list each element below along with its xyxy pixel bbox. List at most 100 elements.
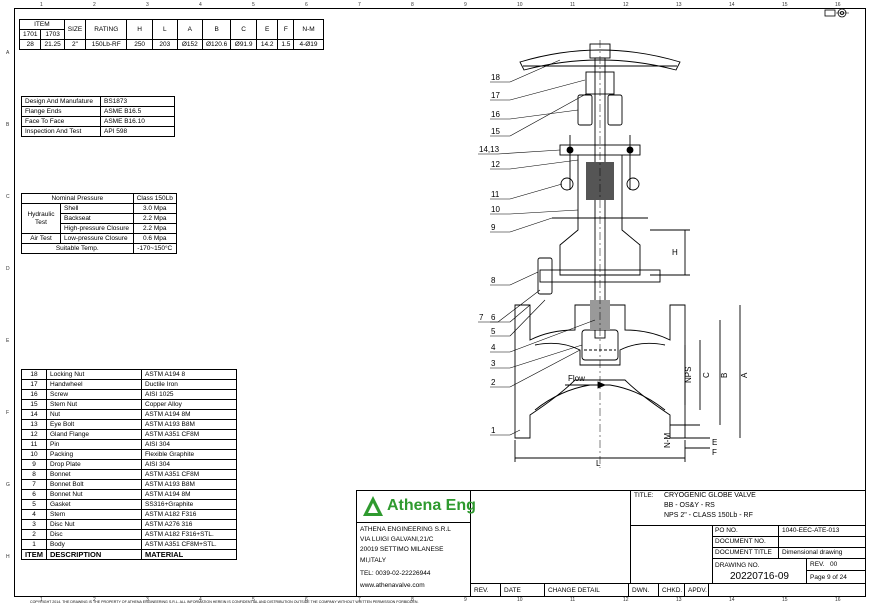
parts-item: 18 (21, 369, 47, 380)
po-label: PO NO. (715, 527, 738, 534)
title-label: TITLE: (634, 492, 654, 499)
title-line-3: NPS 2" - CLASS 150Lb - RF (664, 512, 753, 519)
grid-col-marker: 4 (199, 597, 202, 603)
test-value: 0.6 Mpa (132, 233, 178, 244)
parts-item: 1 (21, 539, 47, 550)
parts-description: Packing (46, 449, 142, 460)
parts-material: AISI 304 (141, 459, 237, 470)
parts-item: 7 (21, 479, 47, 490)
grid-col-marker: 2 (93, 2, 96, 8)
projection-symbol-icon (824, 8, 849, 18)
parts-description: Stem (46, 509, 142, 520)
parts-material: ASTM A182 F316 (141, 509, 237, 520)
revision-col-header: DWN. (632, 587, 650, 594)
dim-label-b: B (720, 373, 729, 378)
grid-col-marker: 5 (252, 2, 255, 8)
grid-col-marker: 1 (40, 597, 43, 603)
parts-material: ASTM A193 B8M (141, 419, 237, 430)
title-line-2: BB - OS&Y - RS (664, 502, 715, 509)
callout-number: 4 (491, 343, 496, 352)
parts-material: ASTM A194 8 (141, 369, 237, 380)
standard-label: Design And Manufature (21, 96, 101, 107)
callout-leader (509, 299, 546, 337)
callout-leader (509, 93, 587, 137)
rev-label: REV. (810, 561, 825, 568)
grid-col-marker: 6 (305, 2, 308, 8)
grid-col-marker: 14 (729, 597, 735, 603)
copyright-notice: COPYRIGHT 2014. THE DRAWING IS THE PROPE… (30, 600, 419, 604)
parts-description: Bonnet (46, 469, 142, 480)
callout-leader (509, 271, 539, 286)
grid-row-marker: E (6, 338, 10, 344)
parts-material: ASTM A194 8M (141, 489, 237, 500)
size-cell: 14.2 (255, 39, 279, 50)
grid-col-marker: 7 (358, 2, 361, 8)
dim-label-a: A (740, 372, 749, 378)
dim-label-e: E (712, 438, 717, 447)
grid-col-marker: 5 (252, 597, 255, 603)
grid-col-marker: 13 (676, 2, 682, 8)
callout-leader (509, 349, 581, 388)
callout-number: 17 (491, 91, 500, 100)
company-city: 20019 SETTIMO MILANESE (360, 546, 444, 553)
nominal-pressure-label: Nominal Pressure (21, 193, 134, 204)
grid-row-marker: D (6, 266, 10, 272)
test-value: 2.2 Mpa (132, 223, 178, 234)
size-cell: 1.5 (277, 39, 295, 50)
revision-col-header: CHKD. (662, 587, 683, 594)
parts-description: Screw (46, 389, 142, 400)
test-name: Shell (60, 203, 134, 214)
header-e: E (255, 19, 279, 40)
callout-number: 8 (491, 276, 496, 285)
callout-number: 10 (491, 205, 500, 214)
parts-item: 14 (21, 409, 47, 420)
dim-label-nm: N-M (663, 433, 672, 448)
parts-description: Drop Plate (46, 459, 142, 470)
parts-item: 12 (21, 429, 47, 440)
standard-label: Flange Ends (21, 106, 101, 117)
grid-col-marker: 9 (464, 597, 467, 603)
logo-text: Athena Eng (387, 497, 476, 514)
header-f: F (277, 19, 295, 40)
grid-col-marker: 11 (570, 597, 576, 603)
temp-value: -170~150°C (132, 243, 178, 254)
callout-leader (509, 209, 579, 215)
parts-header-cell: MATERIAL (141, 549, 237, 560)
size-cell: Ø152 (176, 39, 203, 50)
doc-no-label: DOCUMENT NO. (715, 538, 766, 545)
callout-number: 15 (491, 127, 500, 136)
parts-item: 4 (21, 509, 47, 520)
dim-label-h: H (672, 248, 678, 257)
grid-row-marker: C (6, 194, 10, 200)
dim-label-f: F (712, 448, 717, 457)
grid-col-marker: 13 (676, 597, 682, 603)
callout-leader (509, 79, 586, 101)
dim-label-nps: NPS (684, 367, 693, 383)
revision-col-header: DATE (504, 587, 521, 594)
test-name: Low-pressure Closure (60, 233, 134, 244)
parts-material: AISI 1025 (141, 389, 237, 400)
header-h: H (126, 19, 153, 40)
doc-title-label: DOCUMENT TITLE (715, 549, 772, 556)
grid-row-marker: G (6, 482, 10, 488)
header-size: SIZE (63, 19, 87, 40)
grid-col-marker: 15 (782, 597, 788, 603)
parts-material: ASTM A351 CF8M (141, 469, 237, 480)
grid-col-marker: 14 (729, 2, 735, 8)
parts-description: Gasket (46, 499, 142, 510)
grid-col-marker: 8 (411, 2, 414, 8)
size-cell: 4-Ø19 (293, 39, 324, 50)
standard-label: Face To Face (21, 116, 101, 127)
title-line-1: CRYOGENIC GLOBE VALVE (664, 492, 756, 499)
size-cell: 2" (63, 39, 87, 50)
callout-number: 5 (491, 327, 496, 336)
sub-header: 1701 (18, 29, 42, 40)
size-cell: 28 (18, 39, 42, 50)
